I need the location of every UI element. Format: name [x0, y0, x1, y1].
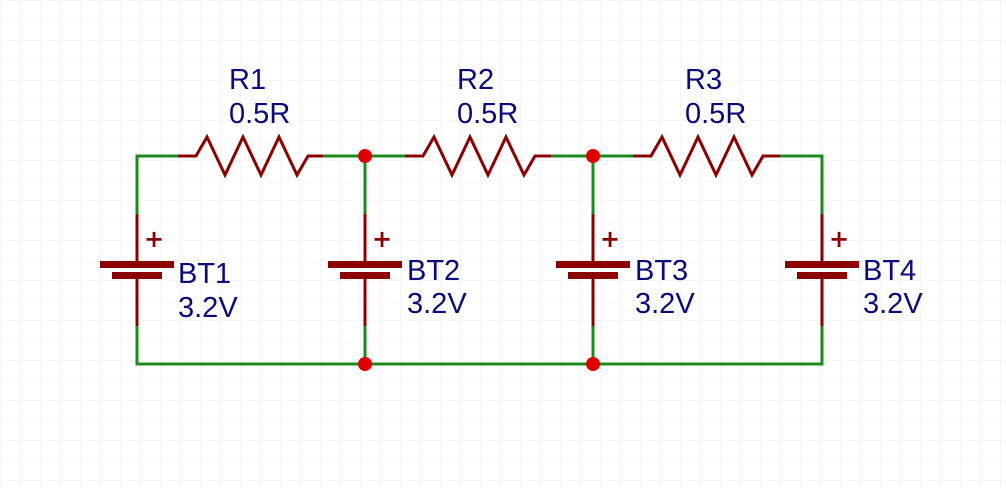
junctions [358, 149, 600, 371]
resistor-ref: R1 [229, 64, 266, 96]
battery-bt3[interactable]: + BT3 3.2V [556, 214, 695, 326]
battery-plate-positive [785, 261, 859, 268]
wire [135, 154, 180, 216]
battery-value: 3.2V [863, 288, 923, 320]
battery-ref: BT3 [635, 255, 688, 287]
battery-polarity: + [829, 225, 849, 253]
battery-plate-negative [112, 272, 162, 279]
junction-dot[interactable] [358, 149, 372, 163]
battery-bt2[interactable]: + BT2 3.2V [328, 214, 467, 326]
resistor-r2[interactable]: R2 0.5R [405, 64, 551, 179]
battery-polarity: + [372, 225, 392, 253]
battery-plate-negative [797, 272, 847, 279]
battery-plate-negative [568, 272, 618, 279]
battery-value: 3.2V [635, 288, 695, 320]
resistor-symbol [405, 133, 551, 179]
wire [778, 154, 824, 216]
battery-polarity: + [144, 225, 164, 253]
wire [135, 324, 824, 366]
battery-value: 3.2V [407, 288, 467, 320]
resistor-value: 0.5R [685, 98, 746, 130]
battery-ref: BT1 [178, 258, 231, 290]
resistor-symbol [178, 133, 323, 179]
battery-plate-positive [328, 261, 402, 268]
resistor-ref: R3 [685, 64, 722, 96]
resistor-symbol [633, 133, 780, 179]
battery-ref: BT2 [407, 255, 460, 287]
battery-plate-negative [340, 272, 390, 279]
resistor-value: 0.5R [457, 98, 518, 130]
battery-ref: BT4 [863, 255, 916, 287]
resistor-value: 0.5R [229, 98, 290, 130]
junction-dot[interactable] [358, 357, 372, 371]
battery-bt4[interactable]: + BT4 3.2V [785, 214, 923, 326]
resistor-r3[interactable]: R3 0.5R [633, 64, 780, 179]
resistor-ref: R2 [457, 64, 494, 96]
resistor-r1[interactable]: R1 0.5R [178, 64, 323, 179]
battery-bt1[interactable]: + BT1 3.2V [100, 214, 238, 326]
battery-plate-positive [556, 261, 630, 268]
battery-plate-positive [100, 261, 174, 268]
junction-dot[interactable] [586, 149, 600, 163]
battery-polarity: + [600, 225, 620, 253]
junction-dot[interactable] [586, 357, 600, 371]
battery-value: 3.2V [178, 292, 238, 324]
